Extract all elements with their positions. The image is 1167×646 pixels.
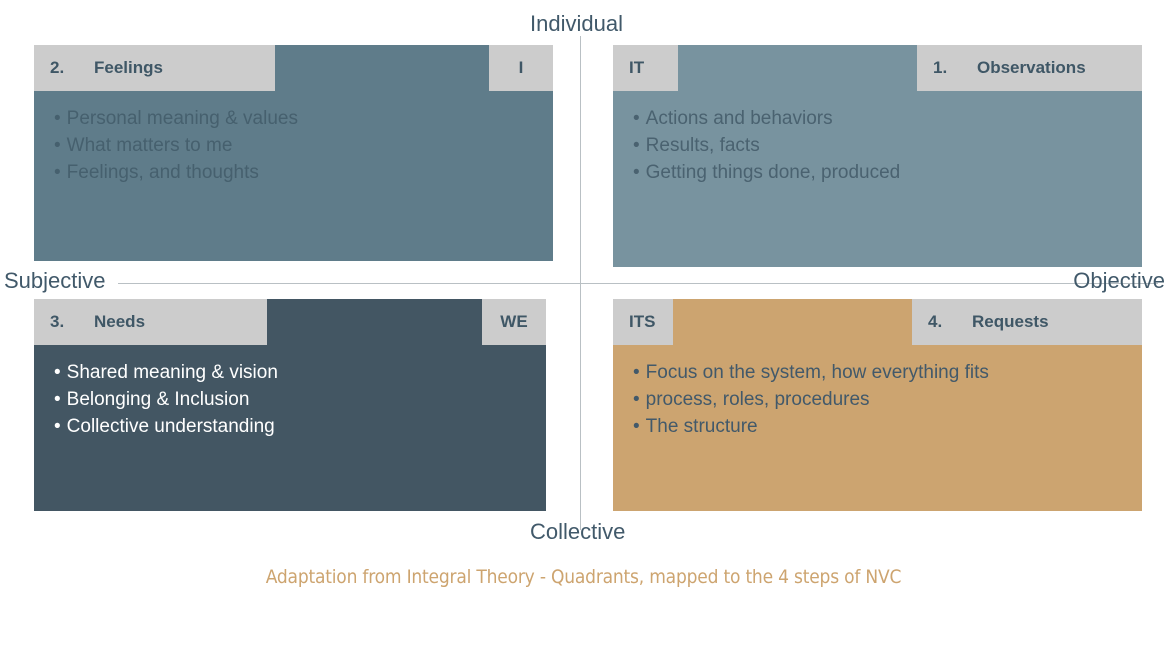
bullet-icon: •: [54, 108, 61, 129]
quadrant-needs-pronoun: WE: [500, 312, 528, 331]
list-item: •Focus on the system, how everything fit…: [633, 359, 1132, 386]
bullet-icon: •: [633, 416, 640, 437]
list-item-text: Results, facts: [645, 135, 760, 156]
list-item-text: Collective understanding: [66, 416, 275, 437]
bullet-icon: •: [54, 362, 61, 383]
list-item: •Personal meaning & values: [54, 105, 543, 132]
bullet-icon: •: [54, 389, 61, 410]
list-item-text: What matters to me: [66, 135, 233, 156]
quadrant-needs-title-tag: 3. Needs: [34, 299, 267, 345]
bullet-icon: •: [633, 135, 640, 156]
bullet-icon: •: [633, 362, 640, 383]
axis-label-subjective: Subjective: [4, 268, 106, 293]
quadrant-needs-pronoun-tag: WE: [482, 299, 546, 345]
list-item: •Actions and behaviors: [633, 105, 1132, 132]
quadrant-needs-header: 3. Needs WE: [34, 299, 546, 345]
list-item: •The structure: [633, 413, 1132, 440]
bullet-icon: •: [54, 162, 61, 183]
list-item: •What matters to me: [54, 132, 543, 159]
quadrant-requests: ITS 4. Requests •Focus on the system, ho…: [613, 299, 1142, 511]
quadrant-requests-number: 4.: [928, 312, 943, 331]
axis-label-objective: Objective: [1073, 268, 1165, 293]
quadrant-needs: 3. Needs WE •Shared meaning & vision •Be…: [34, 299, 546, 511]
list-item: •Getting things done, produced: [633, 159, 1132, 186]
quadrant-requests-pronoun: ITS: [629, 312, 656, 331]
list-item: •Collective understanding: [54, 413, 536, 440]
list-item-text: The structure: [645, 416, 758, 437]
quadrant-needs-bullets: •Shared meaning & vision •Belonging & In…: [54, 359, 536, 440]
bullet-icon: •: [633, 162, 640, 183]
quadrant-observations-bullets: •Actions and behaviors •Results, facts •…: [633, 105, 1132, 186]
list-item-text: Focus on the system, how everything fits: [645, 362, 989, 383]
quadrant-requests-title: Requests: [972, 312, 1049, 331]
bullet-icon: •: [633, 108, 640, 129]
diagram-caption: Adaptation from Integral Theory - Quadra…: [265, 566, 902, 588]
axis-label-collective: Collective: [530, 519, 626, 544]
quadrant-observations-header: IT 1. Observations: [613, 45, 1142, 91]
quadrant-requests-header: ITS 4. Requests: [613, 299, 1142, 345]
quadrant-feelings-title-tag: 2. Feelings: [34, 45, 275, 91]
list-item-text: Feelings, and thoughts: [66, 162, 259, 183]
list-item-text: Shared meaning & vision: [66, 362, 278, 383]
list-item: •Belonging & Inclusion: [54, 386, 536, 413]
list-item-text: process, roles, procedures: [645, 389, 870, 410]
quadrant-observations-title-tag: 1. Observations: [917, 45, 1142, 91]
quadrant-needs-number: 3.: [50, 312, 65, 331]
bullet-icon: •: [633, 389, 640, 410]
quadrant-observations-number: 1.: [933, 58, 948, 77]
horizontal-axis-line: [118, 283, 1158, 284]
list-item-text: Getting things done, produced: [645, 162, 901, 183]
quadrant-requests-bullets: •Focus on the system, how everything fit…: [633, 359, 1132, 440]
quadrant-observations: IT 1. Observations •Actions and behavior…: [613, 45, 1142, 267]
quadrant-feelings-pronoun-tag: I: [489, 45, 553, 91]
bullet-icon: •: [54, 416, 61, 437]
quadrant-feelings-bullets: •Personal meaning & values •What matters…: [54, 105, 543, 186]
list-item: •process, roles, procedures: [633, 386, 1132, 413]
list-item: •Results, facts: [633, 132, 1132, 159]
quadrant-feelings-pronoun: I: [518, 58, 524, 77]
quadrant-feelings-number: 2.: [50, 58, 65, 77]
list-item: •Shared meaning & vision: [54, 359, 536, 386]
quadrant-feelings-header: 2. Feelings I: [34, 45, 553, 91]
quadrant-observations-pronoun-tag: IT: [613, 45, 678, 91]
list-item-text: Belonging & Inclusion: [66, 389, 250, 410]
quadrant-needs-title: Needs: [94, 312, 146, 331]
list-item-text: Actions and behaviors: [645, 108, 833, 129]
quadrant-feelings-title: Feelings: [94, 58, 163, 77]
quadrant-observations-pronoun: IT: [629, 58, 645, 77]
quadrant-observations-title: Observations: [977, 58, 1086, 77]
axis-label-individual: Individual: [530, 11, 623, 36]
quadrant-requests-title-tag: 4. Requests: [912, 299, 1142, 345]
bullet-icon: •: [54, 135, 61, 156]
quadrant-feelings: 2. Feelings I •Personal meaning & values…: [34, 45, 553, 261]
list-item-text: Personal meaning & values: [66, 108, 298, 129]
quadrant-requests-pronoun-tag: ITS: [613, 299, 673, 345]
list-item: •Feelings, and thoughts: [54, 159, 543, 186]
